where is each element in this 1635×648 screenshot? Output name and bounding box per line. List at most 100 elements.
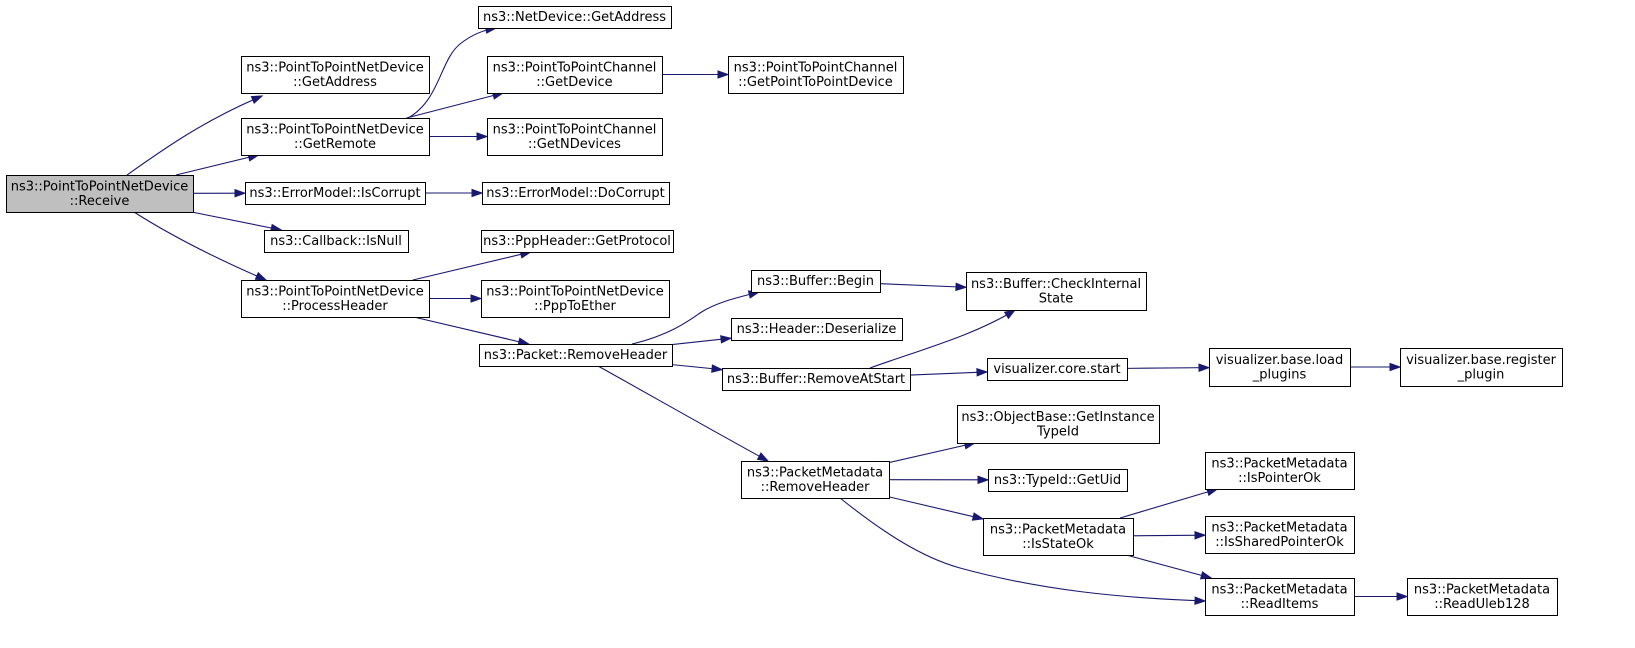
node-pm-ispointerok[interactable]: ns3::PacketMetadata::IsPointerOk	[1205, 452, 1355, 490]
edge-line	[631, 291, 760, 345]
node-box	[6, 175, 194, 213]
node-label-line: ns3::Header::Deserialize	[737, 322, 897, 337]
node-pm-readitems[interactable]: ns3::PacketMetadata::ReadItems	[1205, 578, 1355, 616]
edge-pkt_removeheader-to-pm_removeheader	[597, 365, 770, 462]
edge-receive-to-p2p_getaddress	[126, 95, 264, 176]
edge-line	[888, 442, 975, 464]
edge-pm_readitems-to-pm_readuleb128	[1354, 592, 1409, 601]
edge-receive-to-cb_isnull	[191, 211, 283, 233]
arrowhead-icon	[756, 452, 770, 462]
node-box	[1205, 452, 1355, 490]
edge-p2p_processheader-to-p2p_ppptoether	[429, 294, 483, 303]
edge-line	[406, 92, 504, 119]
edge-line	[1126, 367, 1210, 369]
node-label-line: ns3::PointToPointChannel	[493, 122, 657, 137]
edge-pm_removeheader-to-ob_getinstancetypeid	[888, 441, 977, 464]
node-cb-isnull[interactable]: ns3::Callback::IsNull	[264, 230, 409, 253]
edge-line	[869, 309, 1016, 369]
node-box	[988, 469, 1128, 492]
node-label-line: ns3::ErrorModel::IsCorrupt	[249, 186, 420, 201]
node-p2p-getaddress[interactable]: ns3::PointToPointNetDevice::GetAddress	[241, 56, 430, 94]
node-box	[1407, 578, 1558, 616]
nodes-layer: ns3::PointToPointNetDevice::Receivens3::…	[6, 6, 1563, 616]
node-buf-removeatstart[interactable]: ns3::Buffer::RemoveAtStart	[722, 368, 911, 391]
node-p2p-ppptoether[interactable]: ns3::PointToPointNetDevice::PppToEther	[481, 280, 670, 318]
node-netdev-getaddress[interactable]: ns3::NetDevice::GetAddress	[478, 6, 672, 29]
node-label-line: ns3::PointToPointNetDevice	[246, 122, 424, 137]
node-label-line: ns3::PointToPointNetDevice	[246, 60, 424, 75]
node-label-line: _plugin	[1457, 367, 1505, 382]
edge-line	[1132, 534, 1206, 537]
node-box	[957, 405, 1160, 444]
node-label-line: ns3::PointToPointNetDevice	[11, 179, 189, 194]
edge-p2p_processheader-to-ppp_getprotocol	[412, 250, 533, 281]
node-box	[1205, 578, 1355, 616]
node-ppp-getprotocol[interactable]: ns3::PppHeader::GetProtocol	[481, 230, 674, 253]
arrowhead-icon	[471, 188, 484, 198]
node-p2p-getremote[interactable]: ns3::PointToPointNetDevice::GetRemote	[241, 118, 430, 156]
node-err-iscorrupt[interactable]: ns3::ErrorModel::IsCorrupt	[245, 182, 426, 205]
arrowhead-icon	[1389, 362, 1402, 372]
node-label-line: ns3::NetDevice::GetAddress	[483, 10, 666, 25]
node-viz-base-register[interactable]: visualizer.base.register_plugin	[1400, 348, 1563, 387]
node-box	[482, 182, 670, 205]
node-label-line: ns3::PppHeader::GetProtocol	[483, 234, 671, 249]
node-label-line: ::GetPointToPointDevice	[738, 75, 893, 90]
node-viz-core-start[interactable]: visualizer.core.start	[987, 358, 1128, 381]
node-label-line: ::IsStateOk	[1022, 537, 1094, 552]
node-label-line: ::GetRemote	[294, 137, 376, 152]
arrowhead-icon	[476, 132, 489, 141]
node-buf-begin[interactable]: ns3::Buffer::Begin	[751, 270, 881, 293]
node-receive[interactable]: ns3::PointToPointNetDevice::Receive	[6, 175, 194, 213]
arrowhead-icon	[254, 271, 268, 281]
edge-line	[191, 211, 282, 231]
node-box	[241, 118, 430, 156]
edge-line	[888, 496, 984, 520]
node-label-line: ns3::PacketMetadata	[747, 465, 883, 480]
node-label-line: ::ReadUleb128	[1434, 597, 1530, 612]
node-pkt-removeheader[interactable]: ns3::Packet::RemoveHeader	[479, 344, 673, 367]
edge-line	[1126, 554, 1212, 579]
node-chan-getp2pdevice[interactable]: ns3::PointToPointChannel::GetPointToPoin…	[728, 56, 904, 94]
node-err-docorrupt[interactable]: ns3::ErrorModel::DoCorrupt	[482, 182, 670, 205]
edge-line	[175, 154, 259, 176]
edge-p2p_getremote-to-chan_getndevices	[429, 132, 489, 141]
node-pm-isstateok[interactable]: ns3::PacketMetadata::IsStateOk	[983, 518, 1134, 556]
arrowhead-icon	[711, 364, 724, 373]
node-pm-removeheader[interactable]: ns3::PacketMetadata::RemoveHeader	[741, 461, 890, 499]
node-label-line: ns3::PacketMetadata	[1211, 456, 1347, 471]
node-box	[241, 280, 430, 318]
node-chan-getndevices[interactable]: ns3::PointToPointChannel::GetNDevices	[487, 118, 663, 156]
node-box	[751, 270, 881, 293]
node-label-line: ns3::PacketMetadata	[1211, 520, 1347, 535]
node-pm-issharedpointerok[interactable]: ns3::PacketMetadata::IsSharedPointerOk	[1205, 516, 1355, 554]
node-typeid-getuid[interactable]: ns3::TypeId::GetUid	[988, 469, 1128, 492]
node-hdr-deserialize[interactable]: ns3::Header::Deserialize	[731, 318, 903, 341]
node-box	[481, 230, 674, 253]
edge-chan_getdevice-to-chan_getp2pdevice	[662, 70, 730, 79]
edge-buf_removeatstart-to-viz_core_start	[909, 368, 989, 377]
node-box	[966, 272, 1147, 311]
node-viz-base-load[interactable]: visualizer.base.load_plugins	[1209, 348, 1351, 387]
edge-line	[1119, 488, 1218, 519]
edge-p2p_processheader-to-pkt_removeheader	[413, 316, 531, 346]
node-box	[728, 56, 904, 94]
edge-line	[126, 95, 263, 176]
node-box	[1205, 516, 1355, 554]
node-label-line: ns3::TypeId::GetUid	[994, 473, 1121, 488]
edge-pm_isstateok-to-pm_ispointerok	[1119, 487, 1219, 519]
node-box	[741, 461, 890, 499]
node-label-line: ::IsPointerOk	[1238, 471, 1321, 486]
node-label-line: ns3::Packet::RemoveHeader	[484, 348, 668, 363]
arrowhead-icon	[1194, 596, 1207, 605]
edge-pkt_removeheader-to-buf_removeatstart	[671, 364, 724, 373]
node-chan-getdevice[interactable]: ns3::PointToPointChannel::GetDevice	[487, 56, 663, 94]
node-label-line: ns3::ObjectBase::GetInstance	[961, 410, 1154, 425]
edge-receive-to-err_iscorrupt	[192, 188, 247, 198]
node-box	[264, 230, 409, 253]
node-p2p-processheader[interactable]: ns3::PointToPointNetDevice::ProcessHeade…	[241, 280, 430, 318]
node-label-line: ns3::Buffer::CheckInternal	[971, 277, 1141, 292]
node-pm-readuleb128[interactable]: ns3::PacketMetadata::ReadUleb128	[1407, 578, 1558, 616]
